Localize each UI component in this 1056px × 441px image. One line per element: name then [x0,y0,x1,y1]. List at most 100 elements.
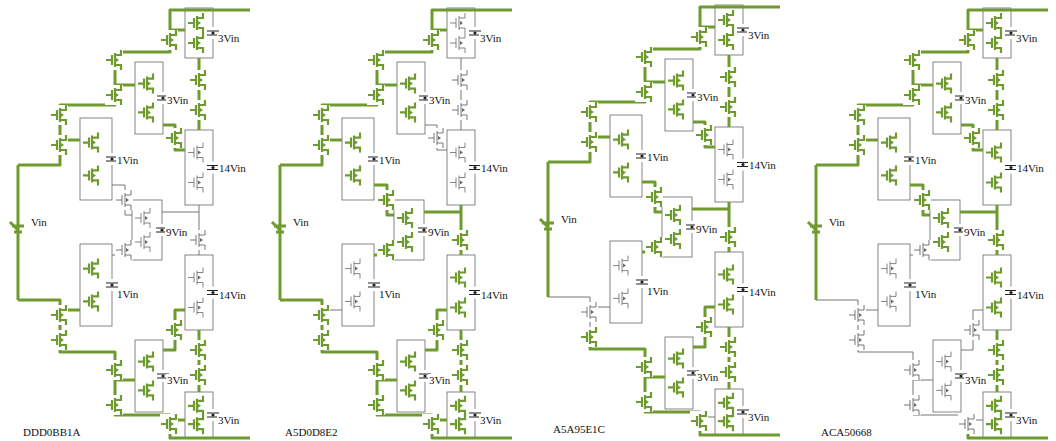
switch-ground [963,320,981,340]
mosfet-arrow [591,110,594,114]
voltage-label: Vin [560,213,578,225]
mosfet-symbol [668,349,683,369]
mosfet-arrow [61,313,64,317]
mosfet-symbol [720,227,735,247]
mosfet-arrow [946,82,949,86]
active-current-path [170,432,250,438]
cap-dot [211,31,214,34]
cap-dot [473,31,476,34]
cell-outline [983,130,1011,205]
mosfet-arrow [460,41,463,45]
active-current-path [700,7,780,12]
capacitor-symbol [904,283,916,287]
voltage-label: Vin [828,216,846,228]
active-current-path [700,429,780,435]
mosfet-symbol [988,70,1003,90]
cap-dot [160,228,163,231]
cap-gap [908,153,912,165]
voltage-label: Vin [292,216,310,228]
mosfet-symbol [188,268,203,288]
mosfet-symbol [581,327,596,347]
switch-ground [987,70,1005,90]
mosfet-arrow [116,368,119,372]
mosfet-symbol [378,190,393,210]
mosfet-arrow [93,173,96,177]
mosfet-arrow [148,110,151,114]
mosfet-symbol [378,240,393,260]
mosfet-arrow [591,335,594,339]
mosfet-symbol [849,305,864,325]
mosfet-arrow [998,78,1001,82]
switch-ground [312,330,330,350]
switch-ground [848,135,866,155]
mosfet-arrow [116,403,119,407]
mosfet-symbol [313,330,328,350]
switch-ground [50,135,68,155]
voltage-label: 3Vin [217,414,240,426]
switch-ground [115,240,133,260]
mosfet-symbol [904,85,919,105]
cell-outline [342,118,374,200]
mosfet-arrow [623,170,626,174]
mosfet-symbol [190,70,205,90]
mosfet-symbol [986,298,1001,318]
voltage-label: 14Vin [480,162,509,174]
active-current-path [968,432,1048,438]
mosfet-arrow [996,181,999,185]
cap-gap [372,153,376,165]
mosfet-symbol [138,74,153,94]
mosfet-symbol [646,187,661,207]
switch-ground [848,330,866,350]
mosfet-arrow [591,310,594,314]
mosfet-arrow [859,113,862,117]
voltage-label: 9Vin [427,226,450,238]
cap-dot [958,228,961,231]
switch-ground [377,190,395,210]
mosfet-arrow [176,136,179,140]
mosfet-arrow [116,93,119,97]
mosfet-symbol [400,352,415,372]
mosfet-symbol [881,165,896,185]
mosfet-arrow [730,345,733,349]
mosfet-symbol [881,133,896,153]
cap-gap [1009,409,1013,421]
mosfet-symbol [718,170,733,190]
mosfet-symbol [959,30,974,50]
mosfet-arrow [378,93,381,97]
mosfet-arrow [891,299,894,303]
mosfet-symbol [988,230,1003,250]
cap-gap [473,162,477,174]
mosfet-symbol [986,396,1001,416]
mosfet-arrow [946,360,949,364]
mosfet-arrow [924,198,927,202]
mosfet-arrow [200,78,203,82]
mosfet-symbol [83,133,98,153]
mosfet-symbol [452,70,467,90]
cell-outline [185,130,213,205]
cell-outline [610,115,642,197]
mosfet-arrow [678,107,681,111]
mosfet-arrow [728,419,731,423]
mosfet-symbol [988,365,1003,385]
mosfet-arrow [701,35,704,39]
mosfet-arrow [730,370,733,374]
switch-ground [913,240,931,260]
voltage-label: 1Vin [116,288,139,300]
mosfet-symbol [190,100,205,120]
mosfet-symbol [161,30,176,50]
converter-panel [10,8,250,438]
cell-outline [447,392,475,438]
switch-ground [958,30,976,50]
voltage-label: 1Vin [646,151,669,163]
cap-gap [422,224,426,236]
voltage-label: 3Vin [166,94,189,106]
switch-ground [105,360,123,380]
mosfet-symbol [904,395,919,415]
mosfet-arrow [198,181,201,185]
mosfet-arrow [996,404,999,408]
mosfet-symbol [718,30,733,50]
cap-gap [423,370,427,382]
mosfet-arrow [378,368,381,372]
mosfet-symbol [368,85,383,105]
mosfet-arrow [943,216,946,220]
